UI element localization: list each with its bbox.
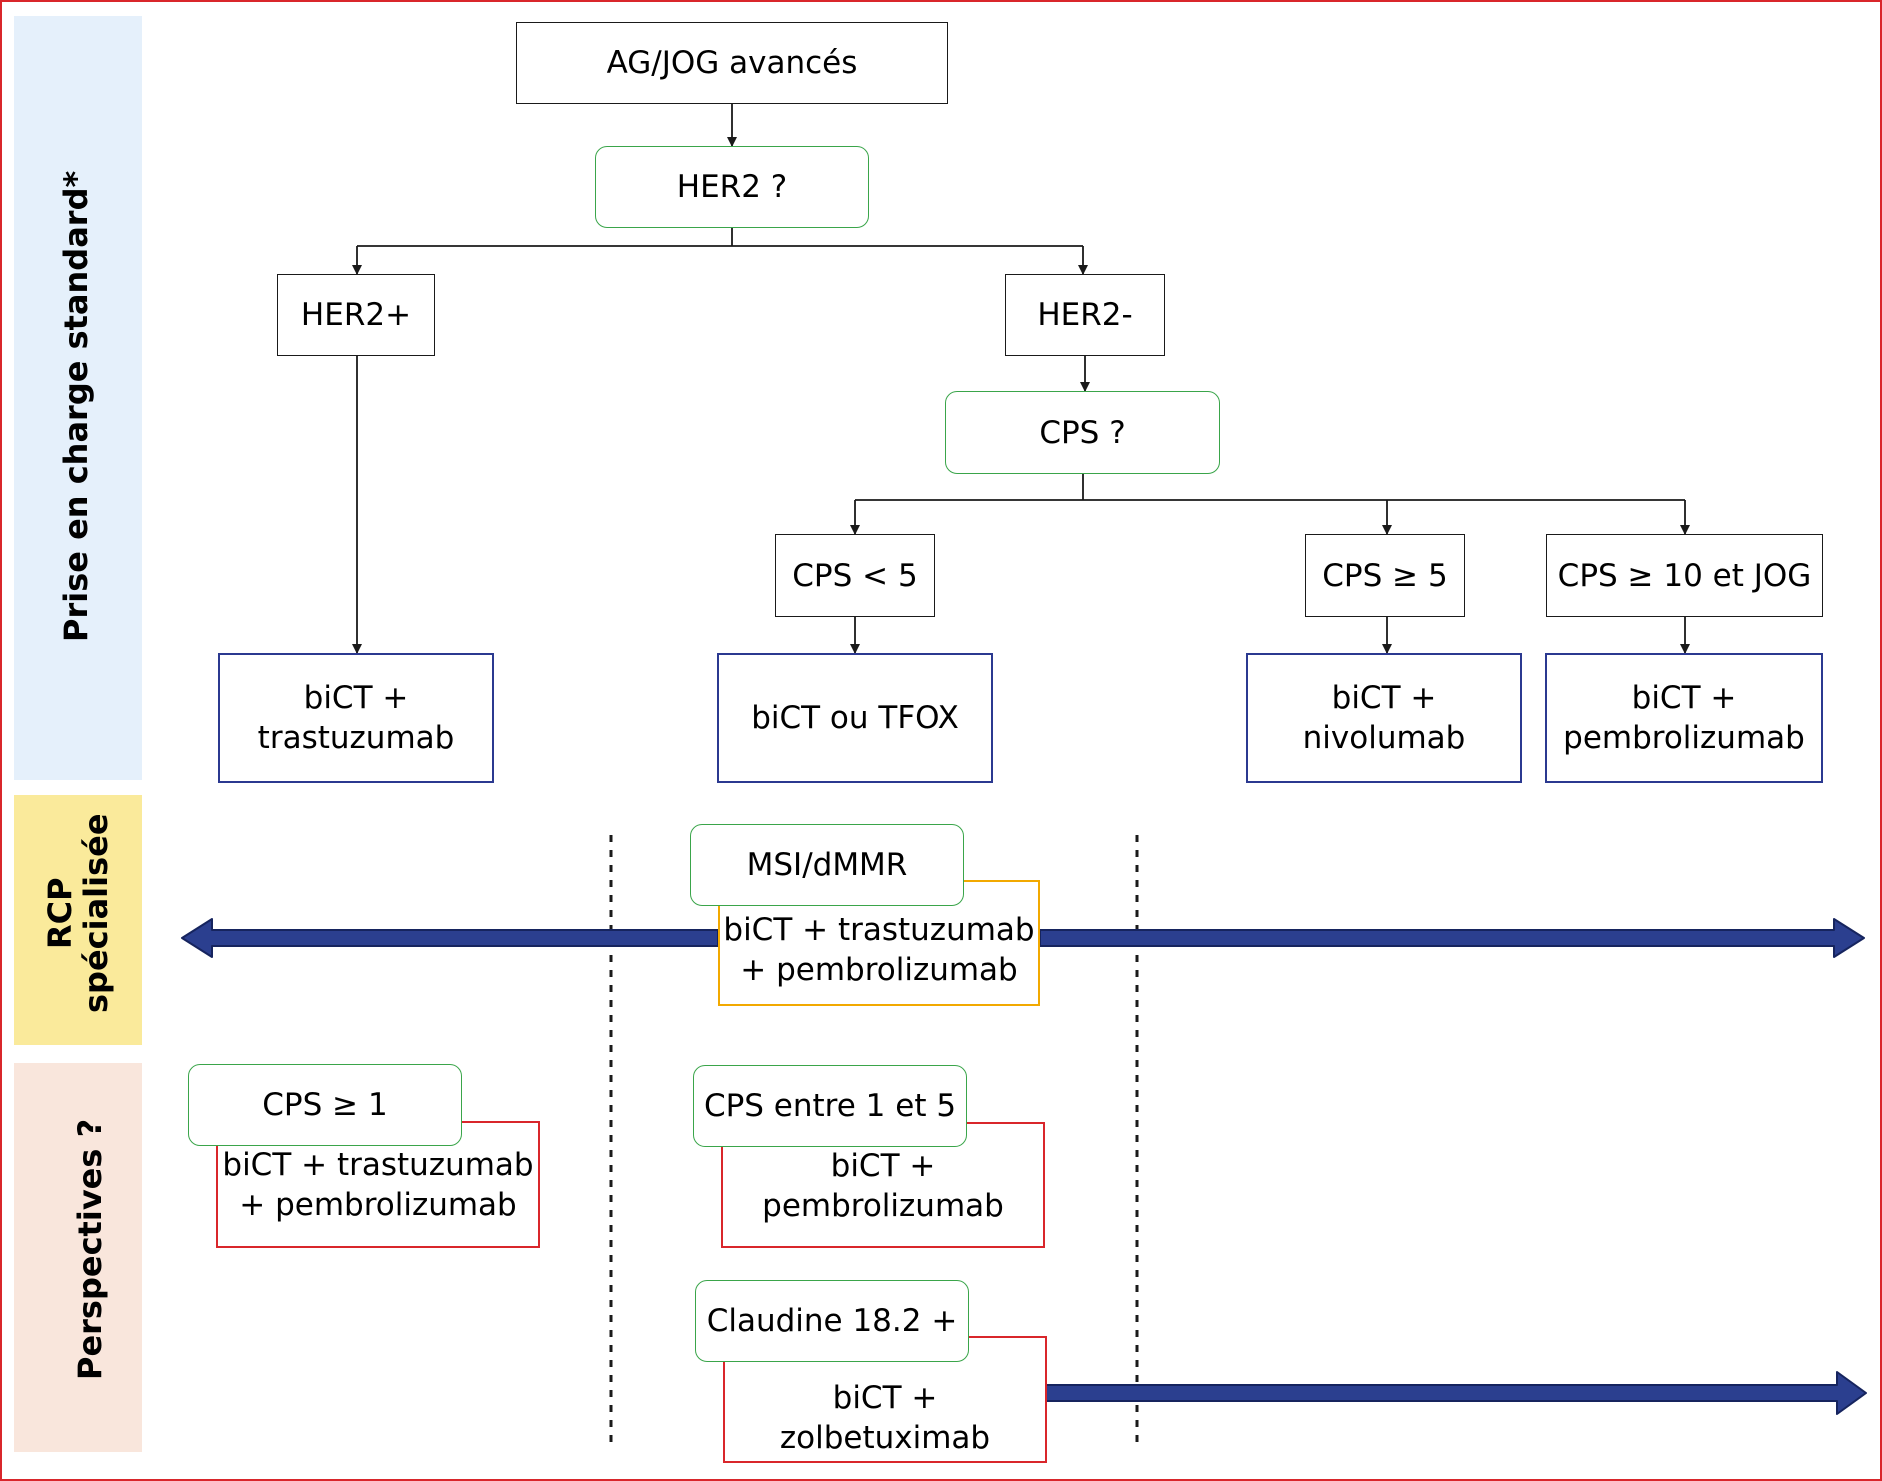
treatment-cps-lt5: biCT ou TFOX [717, 653, 993, 783]
treatment-her2pos-line2: trastuzumab [257, 720, 455, 756]
cps-1-5-label: CPS entre 1 et 5 [703, 1088, 957, 1124]
cps-1-5-treatment-line2: pembrolizumab [762, 1188, 1004, 1224]
treatment-cps-ge10-line1: biCT + [1631, 680, 1737, 716]
cps-lt5-node: CPS < 5 [775, 534, 935, 617]
treatment-cps-ge5: biCT + nivolumab [1246, 653, 1522, 783]
msi-treatment-line2: + pembrolizumab [740, 952, 1018, 988]
claudine-treatment-label: biCT + zolbetuximab [779, 1380, 991, 1456]
her2-positive-node: HER2+ [277, 274, 435, 356]
treatment-cps-ge10: biCT + pembrolizumab [1545, 653, 1823, 783]
claudine-node: Claudine 18.2 + [695, 1280, 969, 1362]
cps-ge5-label: CPS ≥ 5 [1322, 557, 1448, 594]
root-node: AG/JOG avancés [516, 22, 948, 104]
connector-her2q-split [357, 228, 1083, 247]
msi-treatment-line1: biCT + trastuzumab [723, 912, 1035, 948]
her2-question-node: HER2 ? [595, 146, 869, 228]
connector-cpsq-split [855, 474, 1685, 501]
cps-1-5-node: CPS entre 1 et 5 [693, 1065, 967, 1147]
cps-ge5-node: CPS ≥ 5 [1305, 534, 1465, 617]
double-arrow-rcp-left [181, 918, 719, 958]
treatment-cps-lt5-label: biCT ou TFOX [751, 700, 959, 736]
msi-dmmr-label: MSI/dMMR [746, 847, 908, 883]
treatment-cps-ge5-line2: nivolumab [1302, 720, 1466, 756]
her2-positive-label: HER2+ [300, 297, 412, 333]
arrow-claudine-right [1045, 1371, 1867, 1415]
cps-ge1-label: CPS ≥ 1 [262, 1087, 388, 1123]
cps-ge1-treatment-line1: biCT + trastuzumab [222, 1147, 534, 1183]
double-arrow-rcp-right [1039, 918, 1865, 958]
cps-ge1-treatment-line2: + pembrolizumab [239, 1187, 517, 1223]
treatment-her2pos-line1: biCT + [303, 680, 409, 716]
root-node-label: AG/JOG avancés [606, 45, 858, 81]
cps-ge1-node: CPS ≥ 1 [188, 1064, 462, 1146]
band-rcp-specialisee: RCP spécialisée [14, 795, 142, 1045]
cps-question-label: CPS ? [1039, 414, 1126, 451]
msi-dmmr-node: MSI/dMMR [690, 824, 964, 906]
claudine-label: Claudine 18.2 + [706, 1303, 958, 1339]
cps-ge10-jog-label: CPS ≥ 10 et JOG [1557, 557, 1812, 594]
her2-question-label: HER2 ? [676, 169, 788, 205]
her2-negative-label: HER2- [1037, 297, 1133, 333]
cps-ge10-jog-node: CPS ≥ 10 et JOG [1546, 534, 1823, 617]
treatment-her2pos: biCT + trastuzumab [218, 653, 494, 783]
cps-1-5-treatment-line1: biCT + [830, 1148, 936, 1184]
band-standard-care: Prise en charge standard* [14, 16, 142, 780]
band-perspectives: Perspectives ? [14, 1063, 142, 1452]
treatment-cps-ge5-line1: biCT + [1331, 680, 1437, 716]
her2-negative-node: HER2- [1005, 274, 1165, 356]
cps-ge1-treatment-box: biCT + trastuzumab + pembrolizumab [216, 1121, 540, 1248]
cps-question-node: CPS ? [945, 391, 1220, 474]
cps-lt5-label: CPS < 5 [792, 557, 918, 594]
treatment-cps-ge10-line2: pembrolizumab [1563, 720, 1805, 756]
